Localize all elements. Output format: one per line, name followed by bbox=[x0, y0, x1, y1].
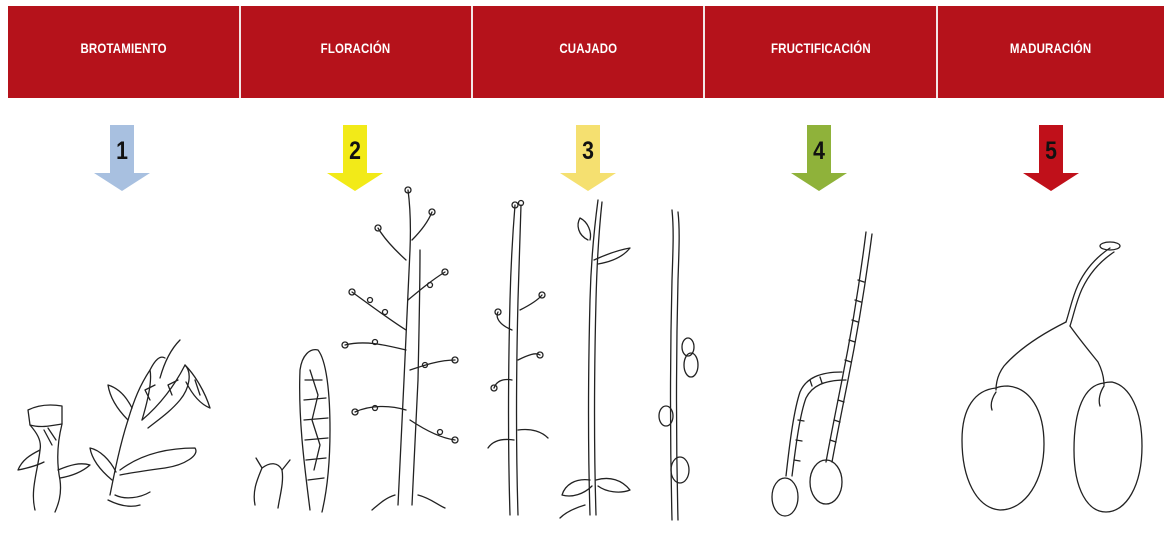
fruiting-drawing bbox=[772, 232, 872, 516]
flowering-panicle-drawing bbox=[254, 187, 458, 512]
sprouting-shoot-drawing bbox=[18, 340, 210, 512]
ripening-drawing bbox=[962, 242, 1142, 512]
fruit-set-drawing bbox=[488, 200, 698, 520]
